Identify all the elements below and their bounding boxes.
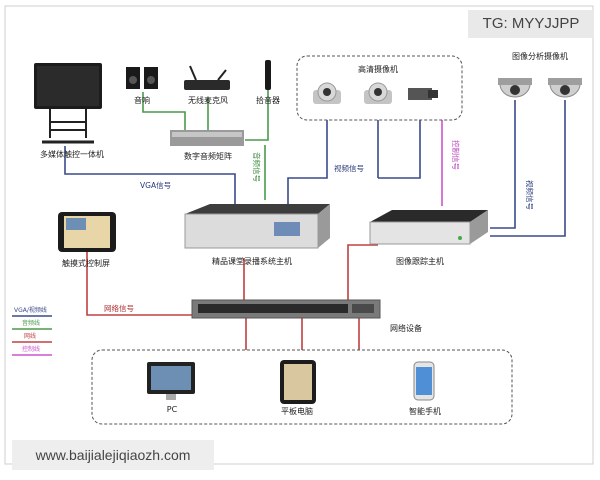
network-lines [86,244,378,350]
legend-label: 控制线 [22,345,40,353]
wireless-mic-label: 无线麦克风 [188,95,228,105]
audio-signal-label: 音频信号 [252,152,262,182]
hd-camera-group-box [296,55,463,121]
watermark-url: www.baijialejiqiaozh.com [12,440,214,470]
audio-lines [142,82,269,200]
tracking-host-label: 图像跟踪主机 [396,256,444,266]
network-switch-label: 网络设备 [390,323,422,333]
audio-matrix-device [170,130,244,146]
pickup-mic-device [265,60,271,90]
legend-label: VGA/视频线 [14,306,47,314]
speaker-device [126,67,158,89]
client-devices-box [91,349,513,425]
phone-label: 智能手机 [409,406,441,416]
pc-label: PC [167,405,178,414]
vga-signal-label: VGA信号 [140,180,171,190]
speaker-label: 音响 [134,95,150,105]
video-lines [64,100,566,237]
legend-label: 网线 [24,332,36,340]
touch-panel-device [34,63,102,144]
pickup-mic-label: 拾音器 [256,95,280,105]
wireless-mic-device [184,65,230,90]
dome-camera-device [498,78,532,98]
audio-matrix-label: 数字音频矩阵 [184,151,232,161]
legend-label: 音频线 [22,319,40,327]
box-camera-device [408,88,438,100]
pc-device [147,362,195,400]
touch-control-device [58,212,116,252]
legend: VGA/视频线 音频线 网线 控制线 [12,306,52,356]
recorder-host-device [184,204,330,249]
phone-device [413,361,435,401]
hd-camera-device [364,82,392,104]
hd-camera-group-label: 高清摄像机 [358,64,398,74]
tablet-device [280,360,316,404]
tracking-host-device [369,210,488,245]
video-signal-label-2: 视频信号 [525,180,535,210]
network-signal-label: 网络信号 [104,303,134,313]
dome-camera-device [548,78,582,98]
touch-control-label: 触摸式控制屏 [62,258,110,268]
recorder-host-label: 精品课堂录播系统主机 [212,256,292,266]
control-signal-label: 控制信号 [451,140,461,170]
network-switch-device [191,299,381,319]
analysis-camera-label: 图像分析摄像机 [512,51,568,61]
video-signal-label: 视频信号 [334,163,364,173]
hd-camera-device [313,82,341,104]
tablet-label: 平板电脑 [281,406,313,416]
frame-border [4,5,594,465]
touch-panel-label: 多媒体触控一体机 [40,149,104,159]
watermark-tag: TG: MYYJJPP [468,10,594,38]
